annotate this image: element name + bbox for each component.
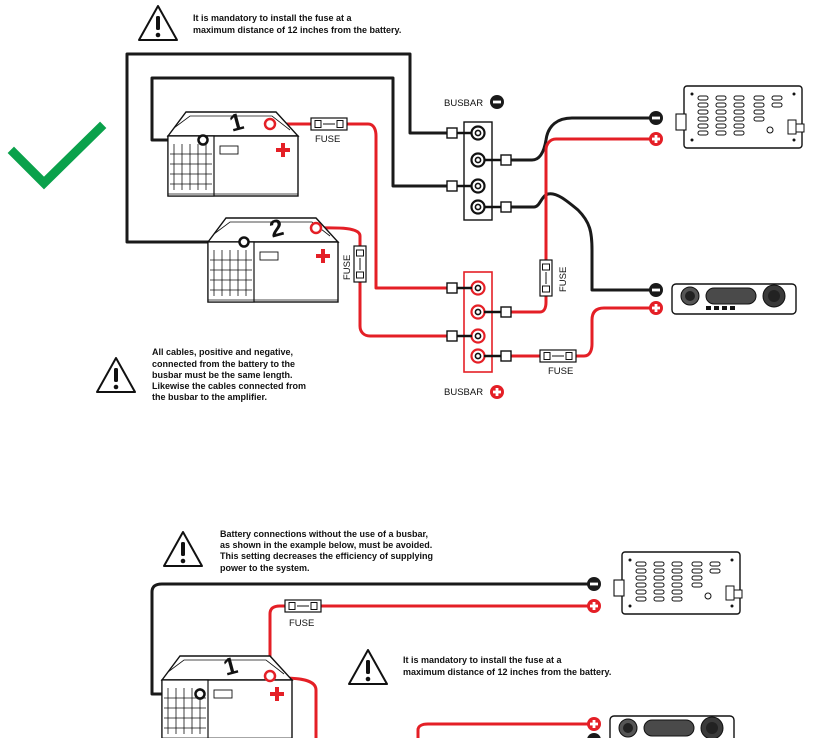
warning-icon [138, 5, 178, 41]
battery-bottom: 1 [161, 652, 293, 738]
battery-2: 2 [207, 214, 339, 303]
bottom-amp1-plus-icon [587, 599, 601, 613]
battery-1: 1 [167, 108, 299, 197]
bottom-fuse-note-line-2: maximum distance of 12 inches from the b… [403, 667, 611, 677]
fuse-battery-2 [353, 245, 367, 283]
fuse-note-line-1: It is mandatory to install the fuse at a [193, 13, 353, 23]
amplifier-1 [675, 85, 805, 149]
bottom-amp2-minus-icon [587, 733, 601, 738]
amp2-minus-icon [649, 283, 663, 297]
cables-note-line-3: busbar must be the same length. [152, 370, 293, 380]
fuse-note-line-2: maximum distance of 12 inches from the b… [193, 25, 401, 35]
bottom-amp1-minus-icon [587, 577, 601, 591]
bottom-amp2-plus-icon [587, 717, 601, 731]
cables-note-line-2: connected from the battery to the [152, 359, 295, 369]
cables-note-line-1: All cables, positive and negative, [152, 347, 293, 357]
warning-icon [163, 531, 203, 567]
check-mark-icon [7, 121, 107, 190]
nobusbar-note-line-4: power to the system. [220, 563, 310, 573]
fuse-battery-2-label: FUSE [342, 255, 353, 280]
amp2-plus-icon [649, 301, 663, 315]
nobusbar-note-line-1: Battery connections without the use of a… [220, 529, 428, 539]
amp1-plus-icon [649, 132, 663, 146]
warning-icon [96, 357, 136, 393]
fuse-bottom-label: FUSE [289, 618, 314, 629]
nobusbar-note-line-2: as shown in the example below, must be a… [220, 540, 432, 550]
busbar-negative [463, 121, 493, 221]
fuse-bottom [284, 599, 322, 613]
minus-icon [490, 95, 504, 109]
cables-note-line-4: Likewise the cables connected from [152, 381, 306, 391]
bottom-amplifier-2 [609, 715, 735, 738]
fuse-amp-2 [539, 349, 577, 363]
busbar-negative-label: BUSBAR [444, 98, 483, 109]
warning-icon [348, 649, 388, 685]
fuse-amp-1 [539, 259, 553, 297]
fuse-battery-1 [310, 117, 348, 131]
fuse-battery-1-label: FUSE [315, 134, 340, 145]
busbar-positive-label: BUSBAR [444, 387, 483, 398]
fuse-amp-2-label: FUSE [548, 366, 573, 377]
bottom-amplifier-1 [613, 551, 743, 615]
fuse-amp-1-label: FUSE [558, 267, 569, 292]
nobusbar-note-line-3: This setting decreases the efficiency of… [220, 551, 433, 561]
plus-icon [490, 385, 504, 399]
amplifier-2 [671, 283, 797, 315]
cables-note-line-5: the busbar to the amplifier. [152, 392, 267, 402]
amp1-minus-icon [649, 111, 663, 125]
bottom-fuse-note-line-1: It is mandatory to install the fuse at a [403, 655, 563, 665]
